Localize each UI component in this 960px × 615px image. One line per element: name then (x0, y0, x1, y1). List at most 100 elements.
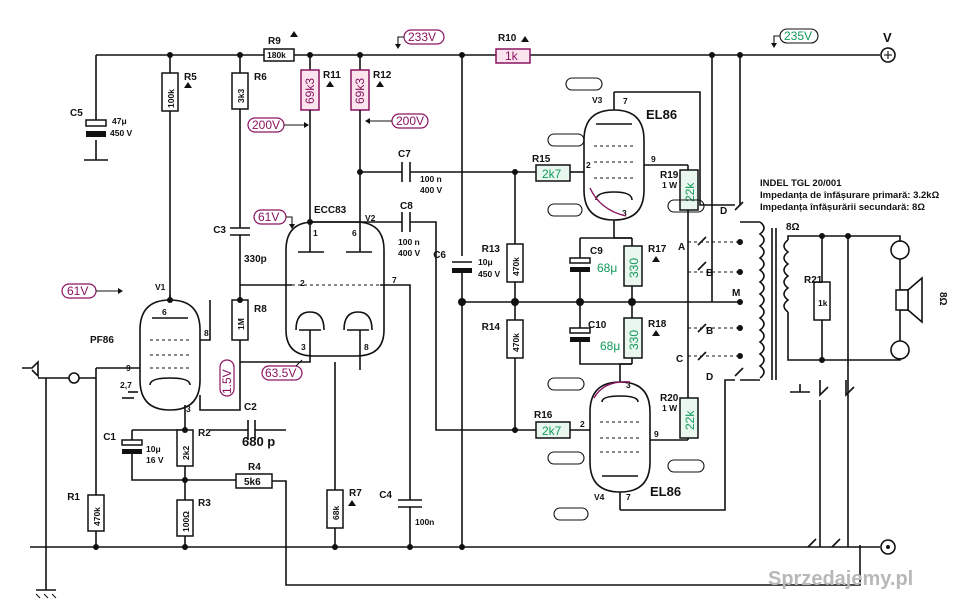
svg-text:2,7: 2,7 (120, 380, 132, 390)
svg-text:C7: C7 (398, 149, 411, 160)
svg-text:3k3: 3k3 (236, 89, 246, 103)
svg-text:R21: R21 (804, 275, 823, 286)
svg-text:1 W: 1 W (662, 180, 678, 190)
svg-text:R11: R11 (323, 70, 341, 81)
resistor-r1: 470k R1 (67, 492, 105, 547)
svg-text:2k7: 2k7 (542, 424, 562, 438)
info-line-2: Impedanța de înfășurare primară: 3.2kΩ (760, 190, 940, 201)
info-line-1: INDEL TGL 20/001 (760, 178, 842, 189)
resistor-r19: 22k R19 1 W (660, 165, 699, 410)
info-line-3: Impedanța înfășurării secundară: 8Ω (760, 202, 925, 213)
svg-text:R15: R15 (532, 154, 551, 165)
svg-text:R13: R13 (482, 244, 501, 255)
svg-text:R5: R5 (184, 72, 197, 83)
svg-text:2: 2 (586, 160, 591, 170)
svg-text:V3: V3 (592, 95, 603, 105)
svg-text:C9: C9 (590, 246, 603, 257)
input-jack (22, 360, 97, 599)
svg-text:1k: 1k (818, 298, 828, 308)
voltage-235: 235V (771, 28, 819, 48)
svg-text:EL86: EL86 (646, 107, 677, 122)
ground-nodes (93, 52, 465, 550)
tap-m: M (732, 288, 740, 299)
capacitor-c3: C3 330p (213, 225, 267, 300)
svg-text:8: 8 (204, 328, 209, 338)
resistor-r16: 2k7 R16 (534, 410, 590, 439)
resistor-r10: 1k R10 (495, 33, 531, 64)
tap-b-bottom: B (706, 326, 713, 337)
svg-text:R14: R14 (482, 322, 501, 333)
svg-text:400 V: 400 V (398, 248, 421, 258)
svg-text:3: 3 (622, 208, 627, 218)
capacitor-c9: C9 68μ (569, 237, 632, 302)
secondary-8ohm: 8Ω (786, 222, 800, 233)
resistor-r21: 1k R21 (804, 236, 849, 547)
svg-text:100Ω: 100Ω (181, 511, 191, 532)
speaker: 8Ω (890, 240, 948, 360)
svg-text:1.5V: 1.5V (220, 369, 234, 394)
capacitor-c5: C5 47μ 450 V (70, 108, 133, 138)
svg-text:68μ: 68μ (597, 261, 617, 275)
svg-text:235V: 235V (784, 29, 812, 43)
svg-text:2k7: 2k7 (542, 167, 562, 181)
resistor-r11: 69k3 R11 (300, 55, 341, 240)
watermark: Sprzedajemy.pl (768, 568, 913, 590)
svg-text:2k2: 2k2 (181, 446, 191, 460)
svg-text:C10: C10 (588, 320, 607, 331)
svg-text:470k: 470k (511, 257, 521, 276)
resistor-r4: 5k6 R4 (185, 462, 861, 586)
resistor-r2: 2k2 R2 (176, 428, 211, 500)
svg-text:R18: R18 (648, 319, 667, 330)
svg-text:R19: R19 (660, 170, 679, 181)
transformer-taps: D A B M B C D (676, 201, 744, 383)
svg-text:9: 9 (651, 154, 656, 164)
capacitor-c1: C1 10μ 16 V (103, 429, 185, 481)
svg-text:5k6: 5k6 (244, 477, 261, 488)
svg-text:3: 3 (186, 404, 191, 414)
svg-text:400 V: 400 V (420, 185, 443, 195)
voltage-61-left: 61V (61, 283, 123, 299)
svg-text:V4: V4 (594, 492, 605, 502)
svg-text:R20: R20 (660, 393, 679, 404)
svg-text:3: 3 (301, 342, 306, 352)
svg-text:2: 2 (300, 278, 305, 288)
svg-text:C2: C2 (244, 402, 257, 413)
svg-text:16 V: 16 V (146, 455, 164, 465)
svg-text:8: 8 (364, 342, 369, 352)
svg-text:R8: R8 (254, 304, 267, 315)
svg-text:ECC83: ECC83 (314, 205, 347, 216)
svg-text:450 V: 450 V (110, 128, 133, 138)
tap-d-bottom: D (706, 372, 713, 383)
svg-text:C6: C6 (433, 250, 446, 261)
capacitor-c8: C8 100 n 400 V (310, 201, 536, 431)
svg-text:68μ: 68μ (600, 339, 620, 353)
svg-text:100 n: 100 n (420, 174, 442, 184)
svg-text:200V: 200V (252, 118, 280, 132)
resistor-r18: 330 R18 (623, 302, 667, 364)
speaker-impedance: 8Ω (937, 292, 948, 306)
output-routing (614, 52, 743, 511)
svg-text:3: 3 (626, 380, 631, 390)
svg-text:V2: V2 (365, 213, 376, 223)
output-transformer: 8Ω (740, 221, 901, 381)
svg-text:180k: 180k (267, 50, 286, 60)
tube-v1-pf86: PF86 V1 6 8 9 2,7 3 (90, 282, 211, 430)
svg-text:R12: R12 (373, 70, 392, 81)
svg-text:Sprzedajemy.pl: Sprzedajemy.pl (768, 568, 913, 590)
tube-v2-ecc83: ECC83 V2 1 6 2 7 3 8 (240, 205, 411, 500)
resistor-r7: 68k R7 (326, 362, 362, 547)
svg-text:R7: R7 (349, 488, 362, 499)
capacitor-c4: C4 100n (379, 490, 434, 547)
capacitor-c2: C2 680 p (210, 402, 286, 449)
voltage-63-5: 63.5V (261, 359, 303, 381)
svg-text:C3: C3 (213, 225, 226, 236)
bias-bus (458, 298, 720, 306)
svg-text:47μ: 47μ (112, 116, 127, 126)
resistor-r15: 2k7 R15 (532, 154, 584, 182)
capacitor-c7: C7 100 n 400 V (360, 149, 536, 195)
svg-text:7: 7 (623, 96, 628, 106)
svg-text:22k: 22k (683, 410, 697, 430)
svg-text:100n: 100n (415, 517, 434, 527)
svg-text:R1: R1 (67, 492, 80, 503)
svg-text:450 V: 450 V (478, 269, 501, 279)
